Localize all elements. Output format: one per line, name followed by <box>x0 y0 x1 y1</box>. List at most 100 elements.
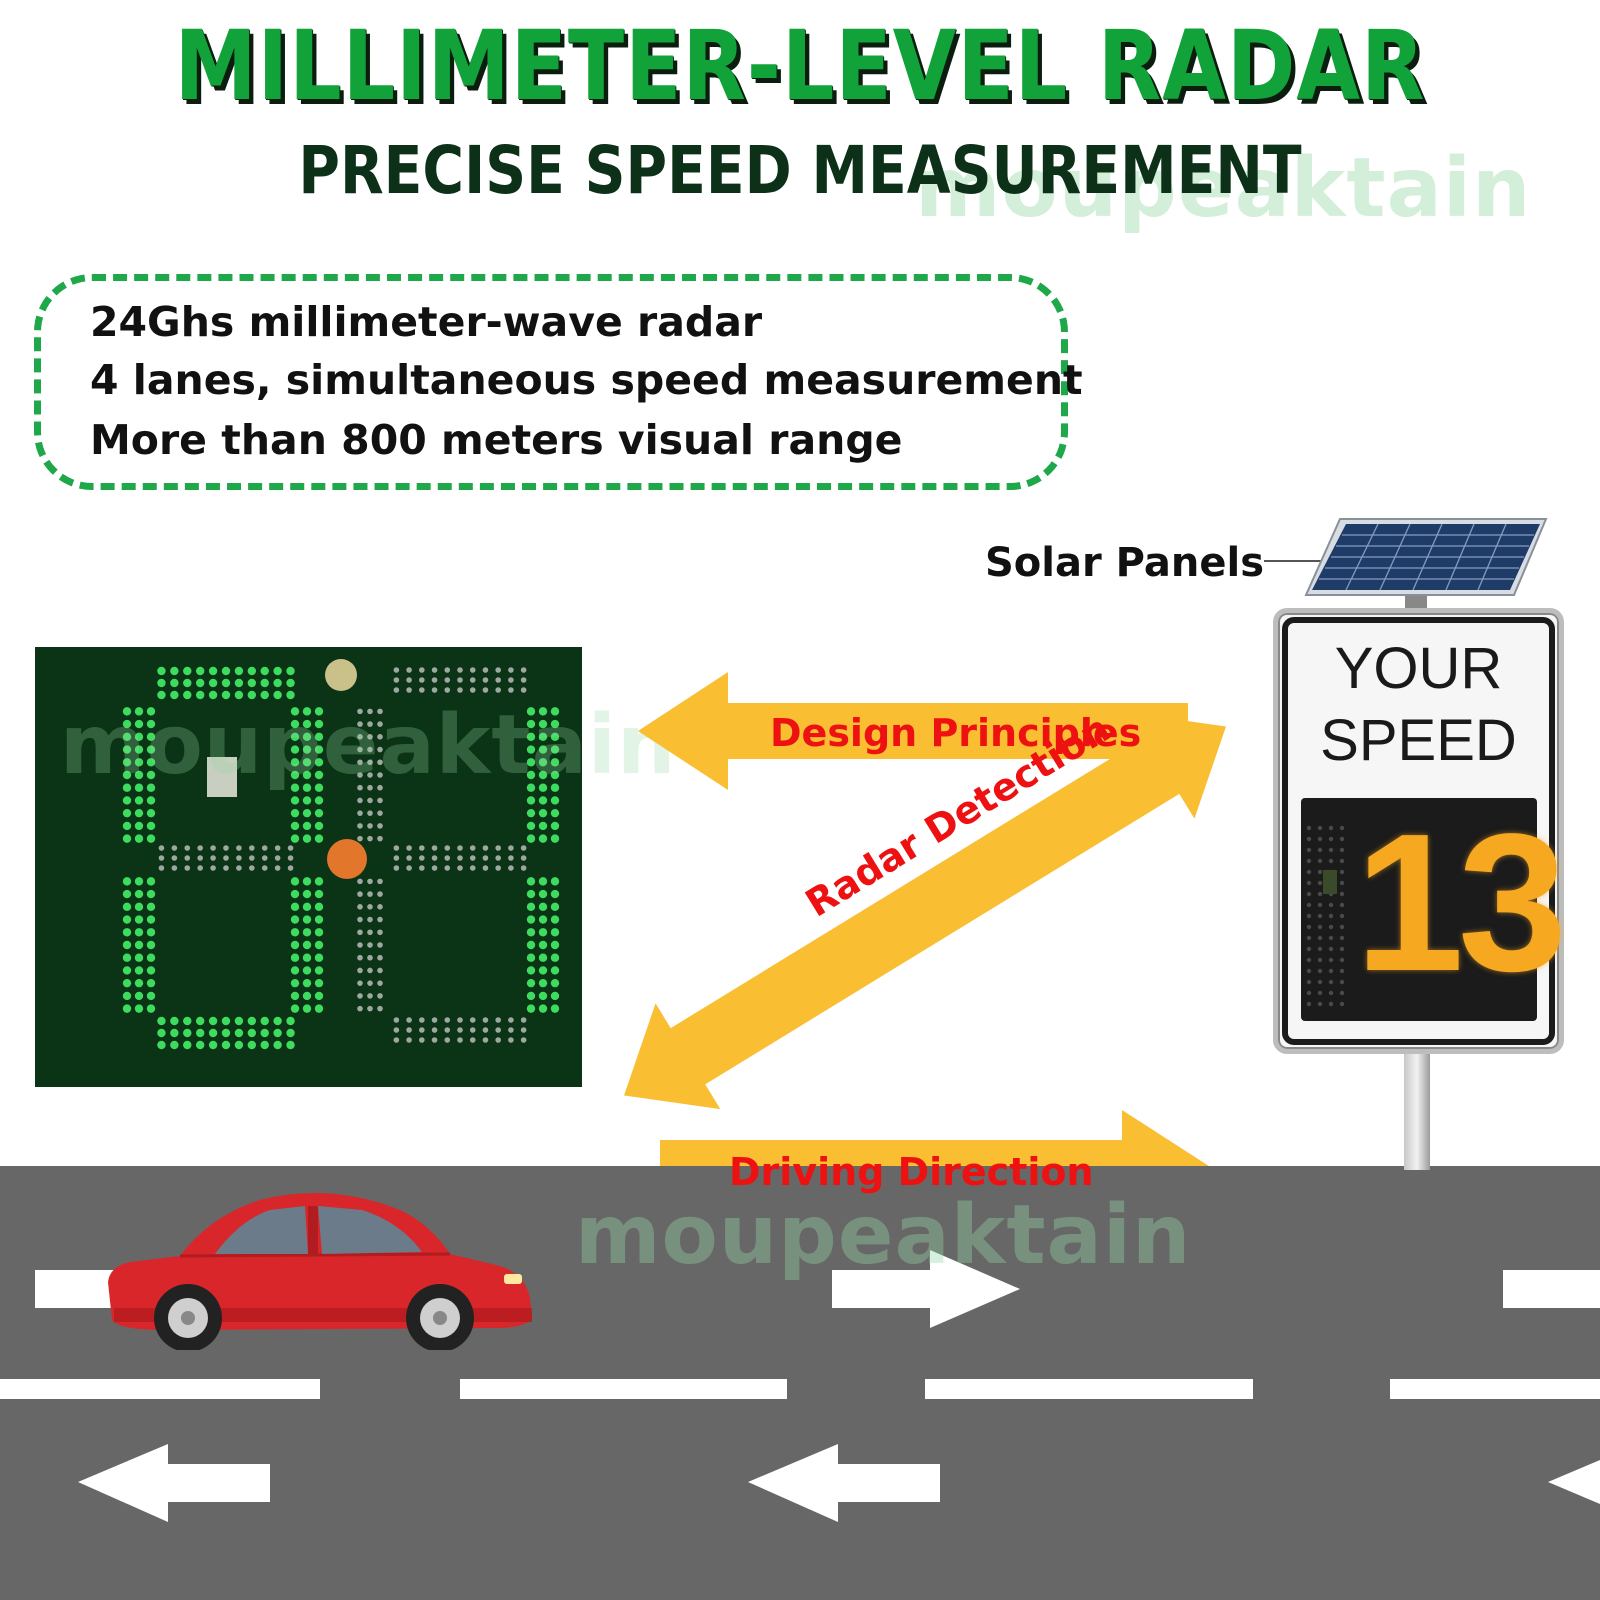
display-dot <box>1306 836 1312 842</box>
display-dot <box>1339 1001 1345 1007</box>
display-dot <box>1339 825 1345 831</box>
display-dot <box>1328 990 1334 996</box>
display-dot <box>1339 913 1345 919</box>
watermark: moupeaktain <box>575 1188 1192 1283</box>
display-dot <box>1306 847 1312 853</box>
display-dot <box>1317 836 1323 842</box>
solar-panels-label: Solar Panels <box>985 540 1265 586</box>
display-dot <box>1306 825 1312 831</box>
display-dot <box>1306 946 1312 952</box>
feature-item-range: More than 800 meters visual range <box>90 416 903 464</box>
display-dot <box>1328 935 1334 941</box>
display-dot <box>1328 858 1334 864</box>
display-dot <box>1317 924 1323 930</box>
display-dot <box>1317 858 1323 864</box>
display-dot <box>1339 979 1345 985</box>
display-dot <box>1339 869 1345 875</box>
led-seg-bottom <box>157 1016 295 1050</box>
display-dot <box>1317 990 1323 996</box>
display-dot <box>1328 1001 1334 1007</box>
display-dot <box>1339 990 1345 996</box>
display-dot <box>1339 836 1345 842</box>
driving-direction-label: Driving Direction <box>729 1150 1094 1194</box>
led-seg-middle <box>158 845 294 871</box>
display-dot <box>1306 913 1312 919</box>
radar-detection-arrow <box>624 712 1226 1110</box>
display-dot <box>1306 968 1312 974</box>
display-dot <box>1328 847 1334 853</box>
display-dot <box>1306 979 1312 985</box>
display-dot <box>1306 869 1312 875</box>
display-dot <box>1317 902 1323 908</box>
display-dot <box>1317 968 1323 974</box>
led-seg2-top <box>393 667 527 693</box>
feature-box <box>34 274 1068 490</box>
display-dot <box>1317 979 1323 985</box>
display-dot <box>1317 825 1323 831</box>
display-dot <box>1328 957 1334 963</box>
led-center-amber-dot <box>327 839 367 879</box>
display-dot <box>1317 913 1323 919</box>
display-dot <box>1328 924 1334 930</box>
display-dot <box>1328 913 1334 919</box>
display-dot <box>1339 946 1345 952</box>
display-dot <box>1328 946 1334 952</box>
solar-leader-line <box>1264 560 1334 562</box>
display-dot <box>1306 924 1312 930</box>
watermark: moupeaktain <box>60 698 677 793</box>
display-dot <box>1339 858 1345 864</box>
display-dot <box>1317 957 1323 963</box>
display-dot <box>1306 957 1312 963</box>
display-dot <box>1339 957 1345 963</box>
led-top-sensor <box>325 659 357 691</box>
display-dot <box>1339 902 1345 908</box>
led-seg2-upper-right <box>526 707 560 843</box>
led-seg2-lower-left <box>357 878 383 1012</box>
display-dot <box>1306 902 1312 908</box>
display-dot <box>1339 847 1345 853</box>
display-dot <box>1339 935 1345 941</box>
display-dot <box>1317 1001 1323 1007</box>
feature-item-radar: 24Ghs millimeter-wave radar <box>90 298 763 346</box>
led-seg2-bottom <box>393 1017 527 1043</box>
display-dot <box>1339 968 1345 974</box>
led-radar-module <box>207 757 237 797</box>
display-dot <box>1306 880 1312 886</box>
led-seg2-lower-right <box>526 877 560 1013</box>
display-dot <box>1317 946 1323 952</box>
display-dot <box>1339 880 1345 886</box>
led-seg-lower-right <box>290 877 324 1013</box>
display-dot <box>1306 891 1312 897</box>
led-seg-top <box>157 666 295 700</box>
sign-text-your: YOUR <box>1334 636 1503 701</box>
speed-sign-frame <box>1282 617 1555 1045</box>
watermark: moupeaktain <box>915 141 1532 236</box>
led-seg2-middle <box>393 845 527 871</box>
sign-text-speed: SPEED <box>1320 708 1517 773</box>
led-seg-lower-left <box>122 877 156 1013</box>
speed-display-dots <box>1306 825 1345 1007</box>
display-dot <box>1306 1001 1312 1007</box>
display-dot <box>1328 979 1334 985</box>
display-dot <box>1339 891 1345 897</box>
display-dot <box>1306 990 1312 996</box>
display-dot <box>1328 836 1334 842</box>
display-dot <box>1328 825 1334 831</box>
led-seg2-upper-left <box>357 708 383 842</box>
speed-display <box>1301 798 1537 1021</box>
feature-item-lanes: 4 lanes, simultaneous speed measurement <box>90 356 1083 404</box>
page-subtitle: PRECISE SPEED MEASUREMENT <box>298 132 1302 209</box>
design-principles-arrow <box>638 672 1188 790</box>
led-seg-upper-left <box>122 707 156 843</box>
display-dot <box>1317 847 1323 853</box>
speed-readout: 13 <box>1355 793 1567 1012</box>
display-dot <box>1339 924 1345 930</box>
display-dot <box>1317 880 1323 886</box>
display-dot <box>1328 902 1334 908</box>
display-dot <box>1317 869 1323 875</box>
display-dot <box>1328 968 1334 974</box>
display-dot <box>1306 858 1312 864</box>
display-dot <box>1317 891 1323 897</box>
display-dot <box>1317 935 1323 941</box>
led-segments <box>122 659 560 1050</box>
